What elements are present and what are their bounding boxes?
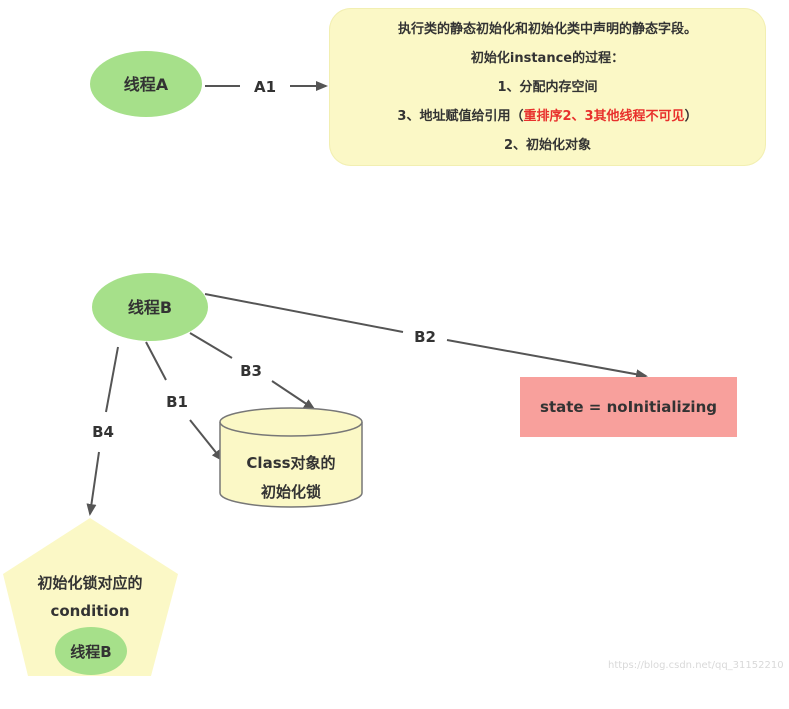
state-box: state = noInitializing	[520, 377, 737, 437]
edge-b4-label: B4	[92, 423, 114, 441]
class-lock-label-line1: Class对象的	[246, 454, 335, 472]
note-line-5: 2、初始化对象	[503, 137, 592, 153]
edge-b3-line-2	[271, 380, 316, 411]
thread-b-label: 线程B	[128, 298, 172, 317]
condition-pentagon	[3, 518, 178, 676]
edge-b1-label: B1	[166, 393, 188, 411]
note-line-1: 执行类的静态初始化和初始化类中声明的静态字段。	[397, 21, 697, 37]
note-line-4: 3、地址赋值给引用（重排序2、3其他线程不可见）	[397, 102, 697, 131]
thread-b-small-label: 线程B	[70, 643, 111, 661]
note-line-2: 初始化instance的过程：	[470, 50, 625, 66]
thread-a-label: 线程A	[124, 75, 169, 94]
edge-b2-line-2	[446, 339, 648, 380]
edge-b2-line-1	[204, 293, 404, 333]
watermark: https://blog.csdn.net/qq_31152210	[608, 660, 784, 671]
edge-b4-line-1	[105, 346, 119, 413]
edge-b2-label: B2	[414, 328, 436, 346]
thread-b-small-node	[55, 627, 127, 675]
edge-b1-line-2	[189, 419, 224, 462]
class-lock-label-line2: 初始化锁	[261, 483, 321, 501]
init-process-note: 执行类的静态初始化和初始化类中声明的静态字段。 初始化instance的过程： …	[329, 8, 766, 166]
edge-b3-label: B3	[240, 362, 262, 380]
class-lock-cylinder	[219, 407, 363, 508]
condition-label-line1: 初始化锁对应的	[37, 574, 142, 592]
edge-a1-label: A1	[254, 78, 276, 96]
note-line-4-prefix: 3、地址赋值给引用（	[397, 108, 524, 124]
note-line-4-highlight: 重排序2、3其他线程不可见	[523, 108, 685, 124]
thread-a-node	[90, 51, 202, 117]
note-line-4-suffix: ）	[684, 108, 698, 124]
thread-b-node	[92, 273, 208, 341]
edge-b1-line-1	[145, 341, 167, 381]
edge-b4-line-2	[86, 451, 100, 516]
edge-b3-line-1	[189, 332, 233, 359]
note-line-3: 1、分配内存空间	[497, 79, 598, 95]
condition-label-line2: condition	[50, 602, 129, 620]
